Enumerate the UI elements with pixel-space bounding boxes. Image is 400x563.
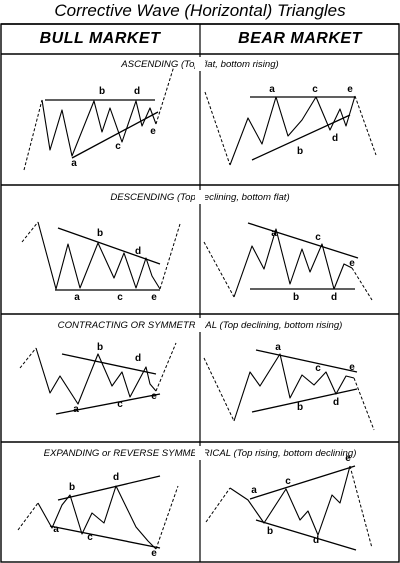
ascending-bull-wave-label-d: d bbox=[134, 86, 140, 97]
expanding-bear-prior-trend bbox=[205, 487, 231, 523]
descending-bull-wave-label-e: e bbox=[151, 292, 157, 303]
expanding-bull-wave-label-a: a bbox=[53, 524, 59, 535]
descending-bear-wave-label-d: d bbox=[331, 292, 337, 303]
contracting-bull-wave-label-b: b bbox=[97, 342, 103, 353]
contracting-bear-wave-label-d: d bbox=[333, 397, 339, 408]
ascending-bull-breakout-thrust bbox=[155, 65, 175, 125]
descending-bear-wave-label-e: e bbox=[349, 258, 355, 269]
ascending-bull-wave-label-c: c bbox=[115, 141, 121, 152]
descending-bear-prior-trend bbox=[203, 241, 235, 298]
diagram-title: Corrective Wave (Horizontal) Triangles bbox=[54, 1, 346, 20]
ascending-bear-prior-trend bbox=[204, 91, 231, 166]
contracting-bear-upper-trendline bbox=[255, 349, 358, 373]
expanding-bull-wave-label-d: d bbox=[113, 472, 119, 483]
contracting-bear-breakout-thrust bbox=[353, 377, 375, 431]
ascending-bull-wave-label-e: e bbox=[150, 126, 156, 137]
descending-bear-upper-trendline bbox=[247, 222, 359, 259]
expanding-bear-wave-label-d: d bbox=[313, 535, 319, 546]
ascending-bear-wave-label-c: c bbox=[312, 84, 318, 95]
ascending-bear-breakout-thrust bbox=[354, 95, 377, 156]
contracting-bull-wave-label-a: a bbox=[73, 404, 79, 415]
expanding-bull-wave-label-c: c bbox=[87, 532, 93, 543]
expanding-bull-lower-trendline bbox=[49, 525, 161, 549]
contracting-bear-wave-path bbox=[233, 353, 355, 422]
expanding-bear-lower-trendline bbox=[255, 519, 357, 551]
descending-bear-wave-label-c: c bbox=[315, 232, 321, 243]
bear-market-header: BEAR MARKET bbox=[238, 30, 362, 47]
contracting-bear-wave-label-a: a bbox=[275, 342, 281, 353]
expanding-bull-breakout-thrust bbox=[155, 485, 179, 550]
expanding-bull-wave-label-e: e bbox=[151, 548, 157, 559]
contracting-bull-upper-trendline bbox=[61, 353, 157, 375]
contracting-bear-lower-trendline bbox=[251, 388, 358, 413]
contracting-bear-prior-trend bbox=[203, 357, 235, 422]
bull-market-header: BULL MARKET bbox=[39, 30, 161, 47]
expanding-bear-wave-label-e: e bbox=[345, 453, 351, 464]
descending-bull-wave-label-c: c bbox=[117, 292, 123, 303]
descending-bear-breakout-thrust bbox=[351, 267, 373, 301]
expanding-bull-prior-trend bbox=[17, 502, 39, 531]
descending-bull-prior-trend bbox=[21, 221, 39, 243]
descending-bear-wave-label-b: b bbox=[293, 292, 299, 303]
contracting-bull-prior-trend bbox=[19, 347, 37, 369]
ascending-bear-wave-path bbox=[229, 95, 356, 166]
contracting-bull-wave-label-d: d bbox=[135, 353, 141, 364]
descending-bull-wave-label-a: a bbox=[74, 292, 80, 303]
contracting-bull-wave-label-c: c bbox=[117, 399, 123, 410]
descending-bear-wave-label-a: a bbox=[271, 228, 277, 239]
descending-bull-wave-label-d: d bbox=[135, 246, 141, 257]
expanding-bull-wave-path bbox=[37, 485, 157, 550]
ascending-bull-wave-path bbox=[41, 99, 157, 157]
expanding-bull-upper-trendline bbox=[57, 475, 161, 501]
ascending-bull-wave-label-a: a bbox=[71, 158, 77, 169]
contracting-bear-wave-label-e: e bbox=[349, 362, 355, 373]
ascending-bear-wave-label-d: d bbox=[332, 133, 338, 144]
descending-bear-wave-path bbox=[233, 228, 353, 298]
expanding-bear-upper-trendline bbox=[249, 465, 356, 500]
descending-bull-upper-trendline bbox=[57, 227, 161, 265]
descending-bull-breakout-thrust bbox=[159, 223, 181, 290]
expanding-bear-wave-path bbox=[229, 465, 351, 536]
ascending-bear-wave-label-b: b bbox=[297, 146, 303, 157]
ascending-bull-prior-trend bbox=[23, 99, 43, 171]
expanding-bear-breakout-thrust bbox=[349, 465, 373, 549]
contracting-bull-breakout-thrust bbox=[155, 342, 177, 392]
contracting-bull-wave-label-e: e bbox=[151, 391, 157, 402]
contracting-bull-lower-trendline bbox=[55, 393, 161, 415]
expanding-bull-wave-label-b: b bbox=[69, 482, 75, 493]
expanding-bear-wave-label-c: c bbox=[285, 476, 291, 487]
ascending-bear-wave-label-e: e bbox=[347, 84, 353, 95]
ascending-bull-wave-label-b: b bbox=[99, 86, 105, 97]
descending-bull-wave-label-b: b bbox=[97, 228, 103, 239]
contracting-bear-wave-label-b: b bbox=[297, 402, 303, 413]
contracting-bull-wave-path bbox=[35, 347, 157, 405]
descending-bull-wave-path bbox=[37, 221, 161, 290]
ascending-bear-wave-label-a: a bbox=[269, 84, 275, 95]
expanding-bear-wave-label-a: a bbox=[251, 485, 257, 496]
contracting-bear-wave-label-c: c bbox=[315, 363, 321, 374]
ascending-bull-lower-trendline bbox=[71, 111, 159, 159]
expanding-bear-wave-label-b: b bbox=[267, 526, 273, 537]
